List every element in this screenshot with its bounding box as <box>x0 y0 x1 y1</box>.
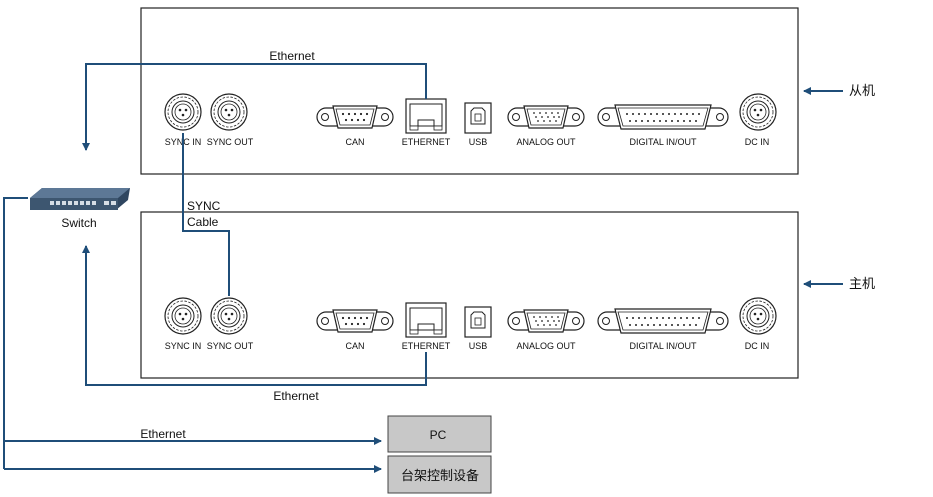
master-sync-in-connector <box>164 297 202 335</box>
slave-role-label: 从机 <box>849 84 875 99</box>
slave-dc-in-connector <box>739 93 777 131</box>
slave-analog-out-connector <box>507 105 585 129</box>
slave-usb-label: USB <box>469 137 488 147</box>
slave-digital-io-connector <box>597 104 729 130</box>
ethernet-cable-master <box>82 245 427 386</box>
master-usb-port <box>464 306 492 338</box>
switch-label: Switch <box>61 216 96 230</box>
master-unit: SYNC IN SYNC OUT CAN ETHERNET USB ANALOG… <box>140 211 799 379</box>
master-sync-out-label: SYNC OUT <box>207 341 254 351</box>
master-digital-io-label: DIGITAL IN/OUT <box>629 341 697 351</box>
master-panel <box>140 211 799 379</box>
ethernet-cable-pc <box>3 197 382 445</box>
slave-can-label: CAN <box>345 137 364 147</box>
master-can-label: CAN <box>345 341 364 351</box>
slave-panel <box>140 7 799 175</box>
stand-control-label: 台架控制设备 <box>401 468 479 484</box>
ethernet-pc-label: Ethernet <box>140 427 186 441</box>
slave-usb-port <box>464 102 492 134</box>
slave-unit: SYNC IN SYNC OUT CAN ETHERNET USB ANALOG… <box>140 7 799 175</box>
master-digital-io-connector <box>597 308 729 334</box>
slave-sync-in-connector <box>164 93 202 131</box>
sync-cable <box>182 133 230 296</box>
slave-analog-out-label: ANALOG OUT <box>516 137 576 147</box>
master-dc-in-connector <box>739 297 777 335</box>
slave-digital-io-label: DIGITAL IN/OUT <box>629 137 697 147</box>
master-sync-in-label: SYNC IN <box>165 341 202 351</box>
stand-control-box <box>387 455 492 494</box>
switch-device: Switch <box>30 188 130 230</box>
master-ethernet-port <box>405 302 447 338</box>
slave-sync-out-label: SYNC OUT <box>207 137 254 147</box>
slave-ethernet-port <box>405 98 447 134</box>
master-ethernet-label: ETHERNET <box>402 341 451 351</box>
pc-label: PC <box>430 428 447 442</box>
slave-sync-out-connector <box>210 93 248 131</box>
master-role-label: 主机 <box>849 277 875 292</box>
master-dc-in-label: DC IN <box>745 341 770 351</box>
ethernet-cable-slave <box>82 63 427 151</box>
master-usb-label: USB <box>469 341 488 351</box>
sync-cable-label-line2: Cable <box>187 215 219 229</box>
slave-can-connector <box>316 105 394 129</box>
master-analog-out-label: ANALOG OUT <box>516 341 576 351</box>
ethernet-top-label: Ethernet <box>269 49 315 63</box>
slave-dc-in-label: DC IN <box>745 137 770 147</box>
switch-ports <box>50 201 116 205</box>
sync-cable-label-line1: SYNC <box>187 199 221 213</box>
slave-ethernet-label: ETHERNET <box>402 137 451 147</box>
ethernet-bottom-label: Ethernet <box>273 389 319 403</box>
master-analog-out-connector <box>507 309 585 333</box>
master-sync-out-connector <box>210 297 248 335</box>
master-can-connector <box>316 309 394 333</box>
pc-box <box>387 415 492 453</box>
